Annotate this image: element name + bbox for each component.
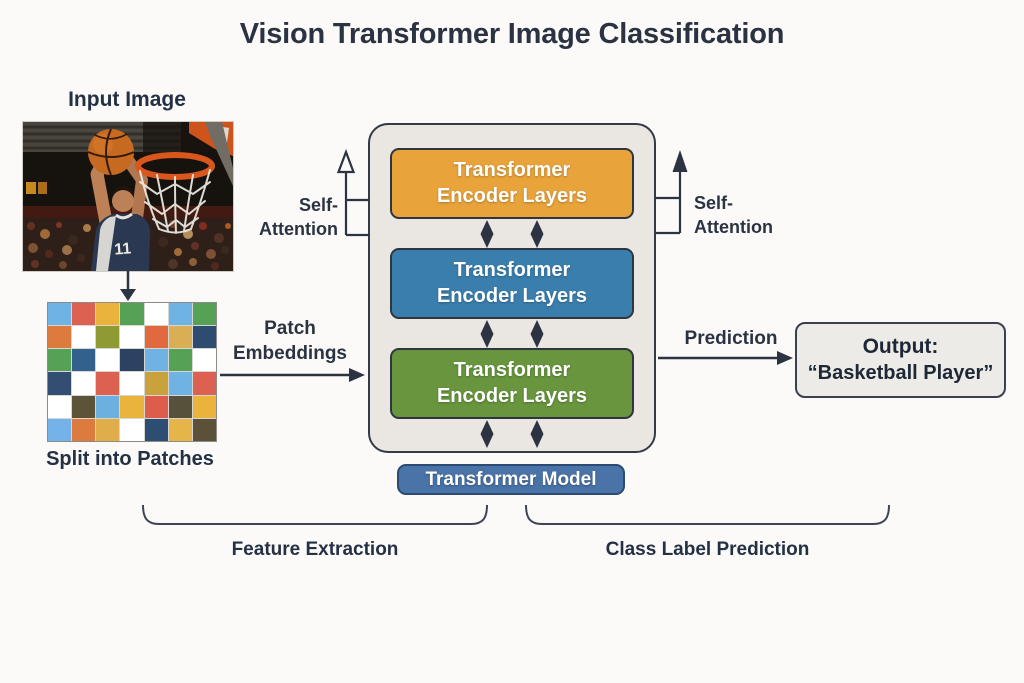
patch-cell <box>96 326 120 349</box>
basketball-photo-illustration: 11 <box>23 122 233 271</box>
encoder-layer-middle: Transformer Encoder Layers <box>390 248 634 319</box>
class-label-prediction-brace <box>525 504 890 525</box>
flow-diamond-icon <box>480 419 494 448</box>
arrow-down-icon <box>120 271 136 301</box>
patch-cell <box>48 349 72 372</box>
patch-cell <box>192 395 216 418</box>
patch-embeddings-arrow-icon <box>220 368 365 382</box>
jersey-number: 11 <box>114 240 132 258</box>
prediction-label: Prediction <box>684 328 778 349</box>
patch-cell <box>72 395 96 418</box>
patch-cell <box>48 303 72 326</box>
encoder-layer-bottom: Transformer Encoder Layers <box>390 348 634 419</box>
patch-cell <box>144 372 168 395</box>
basketball-shape <box>87 128 135 176</box>
patch-cell <box>120 395 144 418</box>
patch-cell <box>48 395 72 418</box>
patch-cell <box>120 303 144 326</box>
self-attention-right-label: Self- Attention <box>694 193 773 237</box>
patch-cell <box>192 418 216 441</box>
patch-cell <box>96 418 120 441</box>
flow-diamonds-row <box>480 319 544 348</box>
prediction-arrow-icon <box>658 351 793 365</box>
patch-cell <box>144 349 168 372</box>
patch-cell <box>168 372 192 395</box>
patch-cell <box>72 418 96 441</box>
split-into-patches-label: Split into Patches <box>46 448 214 470</box>
self-attention-left-label: Self- Attention <box>259 195 338 239</box>
patch-cell <box>168 395 192 418</box>
patch-cell <box>120 372 144 395</box>
transformer-model-box: Transformer Encoder Layers Transformer E… <box>368 123 656 453</box>
patch-cell <box>72 303 96 326</box>
patch-cell <box>120 349 144 372</box>
transformer-model-pill: Transformer Model <box>397 464 625 495</box>
patch-cell <box>120 418 144 441</box>
patch-cell <box>96 349 120 372</box>
patch-cell <box>192 372 216 395</box>
flow-diamond-icon <box>530 419 544 448</box>
patch-cell <box>72 372 96 395</box>
flow-diamond-icon <box>480 319 494 348</box>
patch-cell <box>168 303 192 326</box>
output-class-label: “Basketball Player” <box>807 362 994 384</box>
patch-cell <box>144 326 168 349</box>
patch-cell <box>144 418 168 441</box>
output-box: Output: “Basketball Player” <box>795 322 1006 398</box>
patch-cell <box>168 349 192 372</box>
patch-cell <box>192 326 216 349</box>
patch-cell <box>48 418 72 441</box>
patch-cell <box>96 395 120 418</box>
patch-cell <box>48 326 72 349</box>
patch-cell <box>192 349 216 372</box>
patch-cell <box>48 372 72 395</box>
patch-embeddings-label: Patch Embeddings <box>232 318 347 365</box>
patch-cell <box>168 326 192 349</box>
flow-diamonds-row <box>480 419 544 448</box>
flow-diamond-icon <box>530 319 544 348</box>
patch-grid <box>47 302 217 442</box>
patch-cell <box>120 326 144 349</box>
hoop-rim-and-net <box>135 152 215 234</box>
encoder-layer-top: Transformer Encoder Layers <box>390 148 634 219</box>
patch-cell <box>96 303 120 326</box>
page-title: Vision Transformer Image Classification <box>239 18 785 50</box>
input-image-label: Input Image <box>68 88 186 111</box>
feature-extraction-label: Feature Extraction <box>231 539 399 560</box>
patch-cell <box>72 349 96 372</box>
self-attention-left-arrow-icon <box>336 148 370 237</box>
input-image-photo: 11 <box>22 121 234 272</box>
patch-cell <box>96 372 120 395</box>
class-label-prediction-label: Class Label Prediction <box>605 539 810 560</box>
feature-extraction-brace <box>142 504 488 525</box>
player-figure: 11 <box>90 151 150 271</box>
flow-diamonds-row <box>480 219 544 248</box>
output-title: Output: <box>862 335 939 358</box>
flow-diamond-icon <box>530 219 544 248</box>
patch-cell <box>144 395 168 418</box>
patch-cell <box>144 303 168 326</box>
patch-cell <box>168 418 192 441</box>
flow-diamond-icon <box>480 219 494 248</box>
patch-cell <box>192 303 216 326</box>
self-attention-right-arrow-icon <box>656 150 688 235</box>
patch-cell <box>72 326 96 349</box>
